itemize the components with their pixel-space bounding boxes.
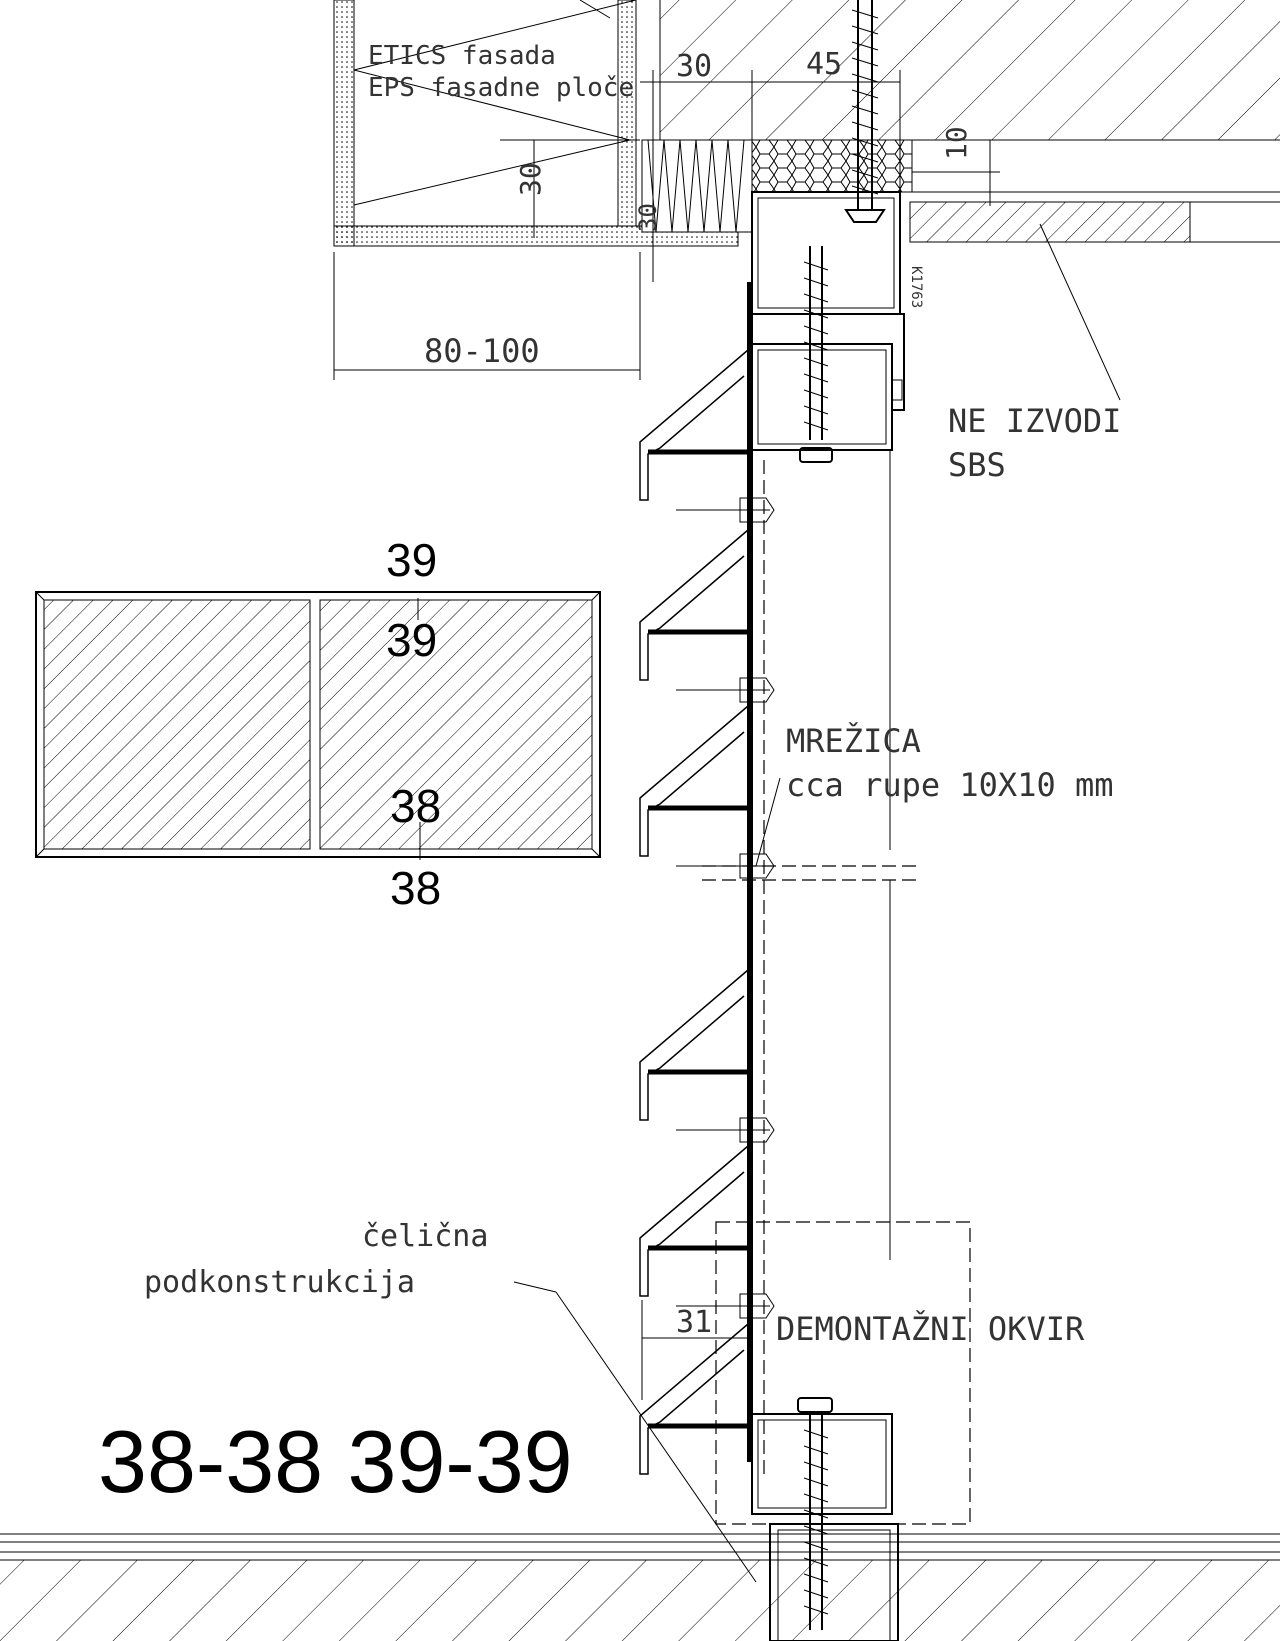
- dim-30-left: 30: [514, 162, 547, 196]
- dim-31: 31: [676, 1305, 712, 1340]
- insulation-layer: [641, 139, 1280, 233]
- celicna-label: čelična: [362, 1219, 488, 1254]
- steel-substructure: [747, 282, 891, 1480]
- dim-30-small: 30: [634, 203, 662, 232]
- etics-facade-block: [333, 0, 739, 247]
- section-38-bottom: 38: [390, 862, 441, 914]
- profile-code: K1763: [908, 266, 924, 308]
- dim-10: 10: [940, 126, 973, 160]
- floor-hatch-bottom: [0, 1533, 1280, 1641]
- frame-profile-top: [751, 191, 905, 451]
- demontazni-frame-box: [715, 1221, 971, 1525]
- drawing-title: 38-38 39-39: [98, 1412, 573, 1511]
- dim-30-top: 30: [676, 49, 712, 84]
- ne-izvodi-label: NE IZVODI: [948, 402, 1121, 440]
- sbs-strip: [909, 201, 1191, 243]
- sbs-label: SBS: [948, 446, 1006, 484]
- louver-blade: [639, 705, 775, 879]
- break-line: [702, 865, 920, 881]
- frame-screw-top: [799, 246, 833, 463]
- louver-blade: [639, 349, 775, 523]
- podkonstrukcija-label: podkonstrukcija: [144, 1265, 415, 1300]
- louver-blade: [639, 529, 775, 703]
- dim-80-100: 80-100: [424, 332, 540, 370]
- etics-label: ETICS fasada: [368, 41, 556, 71]
- section-39-bottom: 39: [386, 614, 437, 666]
- mrezica-spec-label: cca rupe 10X10 mm: [786, 766, 1114, 804]
- dimension-lines: [333, 70, 1000, 1400]
- louver-blade: [639, 969, 775, 1143]
- dim-45: 45: [806, 47, 842, 82]
- demontazni-okvir-label: DEMONTAŽNI OKVIR: [776, 1310, 1085, 1348]
- section-38-top: 38: [390, 780, 441, 832]
- louver-blade: [639, 1145, 775, 1319]
- louver-blades: [639, 349, 775, 1475]
- section-rectangle: [35, 591, 601, 860]
- wall-hatch-top: [659, 0, 1280, 141]
- leader-lines: [513, 223, 1121, 1583]
- anchor-screw-top: [844, 0, 886, 223]
- mrezica-label: MREŽICA: [786, 722, 921, 760]
- section-39-top: 39: [386, 534, 437, 586]
- louver-blade: [639, 1323, 749, 1475]
- eps-label: EPS fasadne ploče: [368, 73, 634, 103]
